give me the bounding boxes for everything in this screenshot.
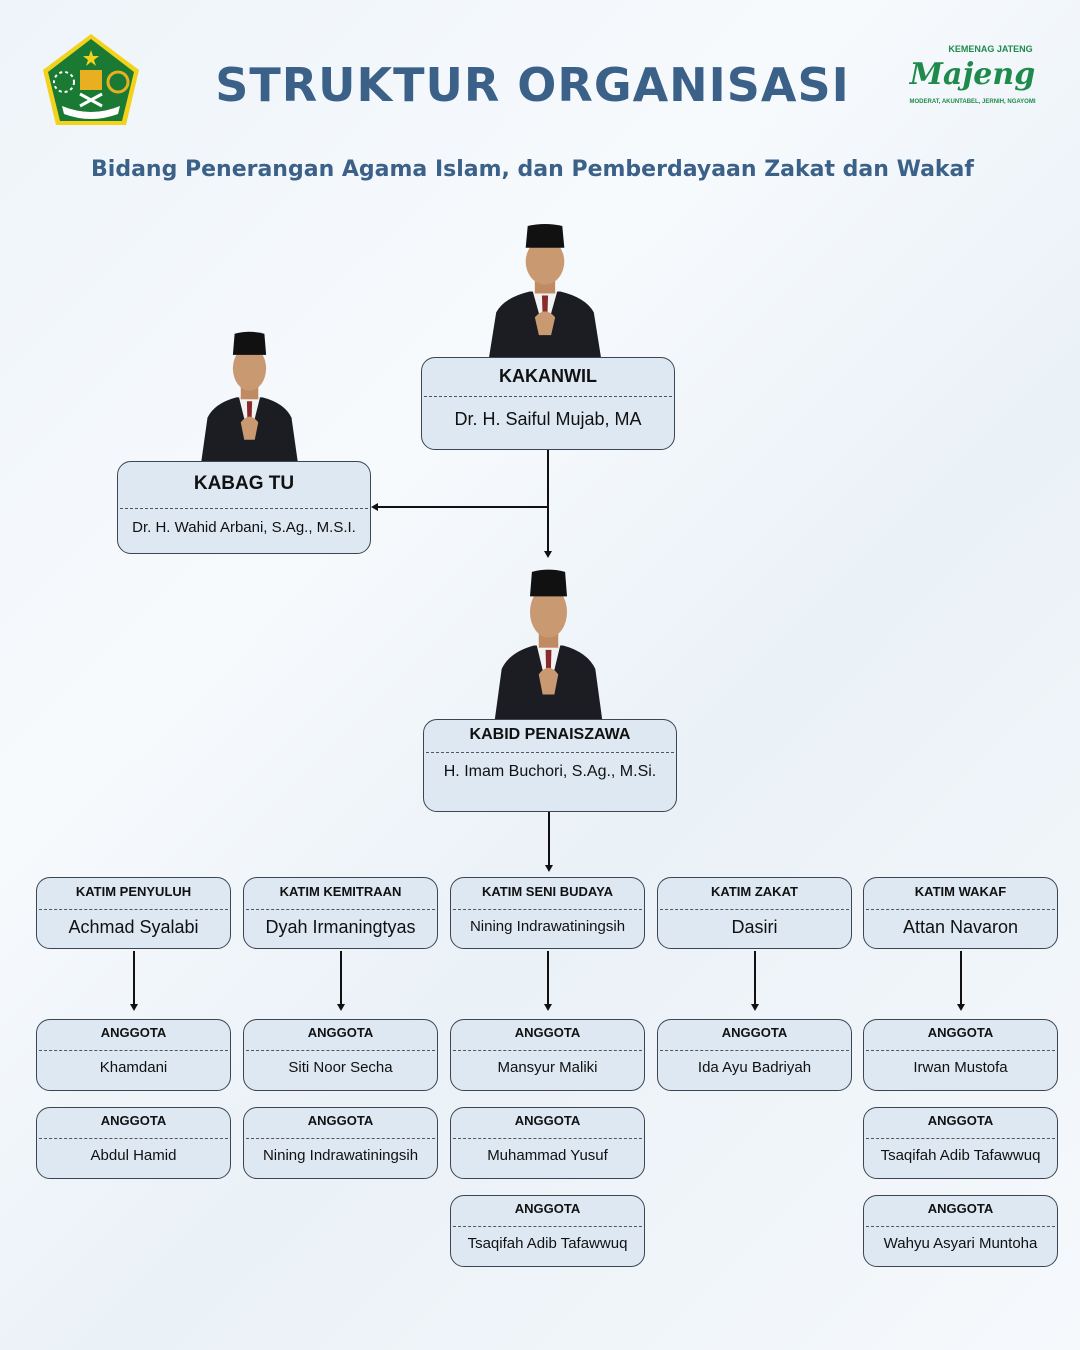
anggota-box: ANGGOTA Mansyur Maliki: [450, 1019, 645, 1091]
role-label: ANGGOTA: [721, 1025, 788, 1040]
connector-line: [376, 506, 548, 508]
kakanwil-box: KAKANWIL Dr. H. Saiful Mujab, MA: [421, 357, 675, 450]
connector-line: [959, 951, 962, 1005]
katim-box: KATIM KEMITRAAN Dyah Irmaningtyas: [243, 877, 438, 949]
role-label: KATIM WAKAF: [914, 884, 1007, 899]
connector-line: [753, 951, 756, 1005]
majeng-logo: KEMENAG JATENG Majeng MODERAT, AKUNTABEL…: [900, 44, 1045, 106]
katim-box: KATIM SENI BUDAYA Nining Indrawatiningsi…: [450, 877, 645, 949]
role-label: ANGGOTA: [307, 1025, 374, 1040]
person-name: Nining Indrawatiningsih: [262, 1147, 419, 1164]
kabid-box: KABID PENAISZAWA H. Imam Buchori, S.Ag.,…: [423, 719, 677, 812]
person-name: Tsaqifah Adib Tafawwuq: [880, 1147, 1041, 1164]
role-label: KABAG TU: [193, 473, 295, 494]
person-name: Dr. H. Saiful Mujab, MA: [454, 409, 642, 429]
katim-box: KATIM PENYULUH Achmad Syalabi: [36, 877, 231, 949]
person-photo: [494, 569, 603, 719]
role-label: ANGGOTA: [927, 1113, 994, 1128]
arrow-down-icon: [544, 551, 552, 558]
arrow-down-icon: [545, 865, 553, 872]
arrow-down-icon: [956, 1004, 965, 1011]
person-name: H. Imam Buchori, S.Ag., M.Si.: [443, 763, 657, 780]
page-subtitle: Bidang Penerangan Agama Islam, dan Pembe…: [91, 157, 974, 182]
kabag-tu-box: KABAG TU Dr. H. Wahid Arbani, S.Ag., M.S…: [117, 461, 371, 554]
connector-line: [546, 951, 549, 1005]
anggota-box: ANGGOTA Wahyu Asyari Muntoha: [863, 1195, 1058, 1267]
person-name: Dyah Irmaningtyas: [265, 917, 416, 937]
anggota-box: ANGGOTA Nining Indrawatiningsih: [243, 1107, 438, 1179]
role-label: KATIM PENYULUH: [75, 884, 192, 899]
anggota-box: ANGGOTA Tsaqifah Adib Tafawwuq: [863, 1107, 1058, 1179]
person-name: Wahyu Asyari Muntoha: [883, 1235, 1038, 1252]
person-name: Muhammad Yusuf: [487, 1147, 608, 1164]
role-label: ANGGOTA: [307, 1113, 374, 1128]
connector-line: [547, 450, 549, 552]
anggota-box: ANGGOTA Khamdani: [36, 1019, 231, 1091]
person-name: Khamdani: [99, 1059, 168, 1076]
connector-line: [132, 951, 135, 1005]
arrow-down-icon: [543, 1004, 552, 1011]
person-photo: [489, 223, 601, 357]
kemenag-logo: [43, 34, 139, 125]
anggota-box: ANGGOTA Irwan Mustofa: [863, 1019, 1058, 1091]
katim-box: KATIM ZAKAT Dasiri: [657, 877, 852, 949]
role-label: ANGGOTA: [514, 1113, 581, 1128]
arrow-down-icon: [750, 1004, 759, 1011]
person-name: Ida Ayu Badriyah: [697, 1059, 812, 1076]
person-name: Nining Indrawatiningsih: [469, 918, 626, 935]
role-label: KATIM ZAKAT: [711, 884, 798, 899]
arrow-down-icon: [129, 1004, 138, 1011]
person-photo: [201, 331, 298, 461]
person-name: Mansyur Maliki: [497, 1059, 598, 1076]
person-name: Dr. H. Wahid Arbani, S.Ag., M.S.I.: [132, 519, 356, 536]
anggota-box: ANGGOTA Siti Noor Secha: [243, 1019, 438, 1091]
connector-line: [548, 812, 550, 866]
arrow-left-icon: [371, 503, 378, 511]
role-label: KATIM SENI BUDAYA: [482, 884, 613, 899]
logo-top-text: KEMENAG JATENG: [948, 44, 1033, 54]
anggota-box: ANGGOTA Muhammad Yusuf: [450, 1107, 645, 1179]
logo-main-text: Majeng: [909, 57, 1036, 92]
anggota-box: ANGGOTA Tsaqifah Adib Tafawwuq: [450, 1195, 645, 1267]
person-name: Siti Noor Secha: [288, 1059, 393, 1076]
anggota-box: ANGGOTA Abdul Hamid: [36, 1107, 231, 1179]
role-label: ANGGOTA: [100, 1113, 167, 1128]
role-label: ANGGOTA: [514, 1201, 581, 1216]
person-name: Attan Navaron: [902, 917, 1019, 937]
person-name: Achmad Syalabi: [68, 917, 199, 937]
person-name: Tsaqifah Adib Tafawwuq: [467, 1235, 628, 1252]
anggota-box: ANGGOTA Ida Ayu Badriyah: [657, 1019, 852, 1091]
person-name: Dasiri: [731, 917, 778, 937]
connector-line: [339, 951, 342, 1005]
role-label: ANGGOTA: [514, 1025, 581, 1040]
role-label: KAKANWIL: [499, 366, 597, 386]
page-title: STRUKTUR ORGANISASI: [215, 58, 850, 112]
role-label: ANGGOTA: [927, 1201, 994, 1216]
person-name: Irwan Mustofa: [913, 1059, 1008, 1076]
role-label: KATIM KEMITRAAN: [279, 884, 402, 899]
logo-tagline: MODERAT, AKUNTABEL, JERNIH, NGAYOMI: [909, 99, 1036, 105]
katim-box: KATIM WAKAF Attan Navaron: [863, 877, 1058, 949]
person-name: Abdul Hamid: [90, 1147, 177, 1164]
role-label: ANGGOTA: [927, 1025, 994, 1040]
arrow-down-icon: [336, 1004, 345, 1011]
role-label: KABID PENAISZAWA: [469, 726, 631, 743]
role-label: ANGGOTA: [100, 1025, 167, 1040]
